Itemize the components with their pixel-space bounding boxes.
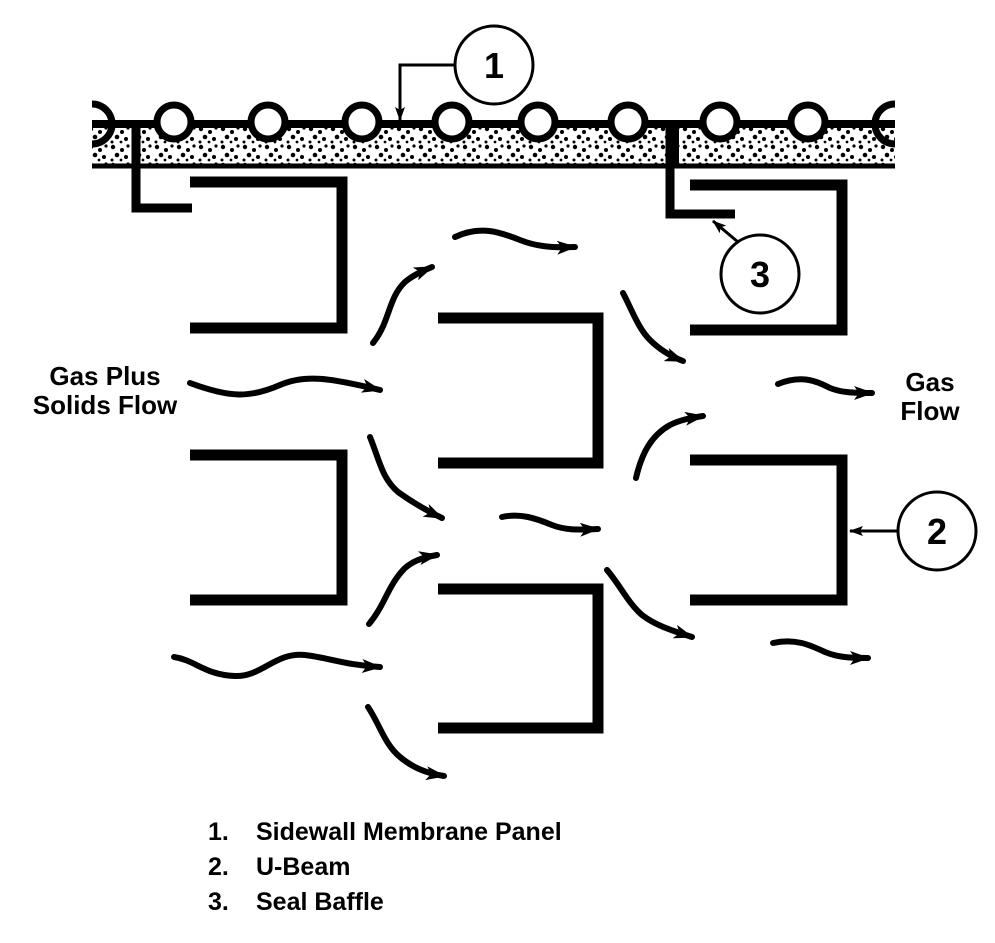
legend-item-text: U-Beam — [256, 853, 351, 881]
flow-arrow-top-mid — [452, 227, 578, 255]
inlet-flow-label: Gas Plus Solids Flow — [22, 361, 188, 421]
outlet-flow-label-line1: Gas — [905, 367, 955, 397]
flow-arrow-outlet-upper — [775, 376, 875, 400]
callout-3: 3 — [712, 219, 801, 315]
flow-arrow-up-1 — [370, 264, 435, 346]
callout-1-circle — [453, 24, 535, 106]
outlet-flow-label: Gas Flow — [890, 367, 970, 427]
flow-arrow-center — [499, 512, 601, 537]
u-beam-row2-col2 — [438, 583, 604, 734]
legend-item: 2. U-Beam — [208, 850, 562, 885]
u-beam-row1-col1 — [190, 176, 348, 334]
membrane-tube — [517, 101, 559, 143]
flow-arrow-down-4 — [604, 567, 695, 640]
flow-arrow-inlet-upper — [187, 375, 383, 398]
flow-arrow-up-3 — [633, 411, 706, 481]
u-beam-row2-col3 — [690, 454, 848, 606]
membrane-tube — [247, 101, 289, 143]
legend-item-text: Sidewall Membrane Panel — [256, 818, 562, 846]
refractory-layer — [92, 128, 895, 164]
callout-2: 2 — [849, 490, 978, 572]
u-beam-row1-col2 — [438, 312, 604, 469]
callout-1-number: 1 — [484, 45, 504, 86]
u-beam-row2-col1 — [190, 449, 348, 606]
flow-arrow-inlet-lower — [171, 651, 383, 680]
callout-2-number: 2 — [927, 511, 947, 552]
flow-arrow-down-1 — [367, 434, 445, 521]
callout-3-number: 3 — [750, 254, 770, 295]
tube-row — [153, 101, 829, 143]
legend-item-number: 3. — [208, 888, 229, 916]
membrane-tube — [341, 101, 383, 143]
seal-baffle-left — [131, 126, 192, 213]
outlet-flow-label-line2: Flow — [900, 396, 960, 427]
inlet-flow-label-line1: Gas Plus — [49, 361, 161, 391]
callout-3-leader — [712, 219, 739, 244]
legend-item-number: 1. — [208, 818, 229, 846]
flow-arrow-down-2 — [365, 704, 447, 781]
flow-arrow-down-3 — [620, 290, 686, 364]
sidewall-membrane-panel — [91, 100, 896, 169]
legend-item-number: 2. — [208, 853, 229, 881]
u-beam-row1-col3 — [690, 179, 848, 336]
membrane-tube — [431, 101, 473, 143]
callout-1: 1 — [395, 24, 535, 121]
legend: 1. Sidewall Membrane Panel 2. U-Beam 3. … — [208, 815, 562, 920]
membrane-tube — [699, 101, 741, 143]
flow-arrows — [171, 227, 875, 781]
flow-arrow-outlet-lower — [770, 638, 871, 665]
tube-half-left — [91, 100, 116, 148]
inlet-flow-label-line2: Solids Flow — [32, 390, 178, 421]
flow-arrow-up-2 — [366, 551, 440, 627]
callout-1-leader — [395, 63, 454, 121]
membrane-tube — [787, 101, 829, 143]
seal-baffle-right — [665, 126, 735, 219]
legend-item: 1. Sidewall Membrane Panel — [208, 815, 562, 850]
callout-3-circle — [719, 233, 801, 315]
membrane-tube — [607, 101, 649, 143]
callout-2-circle — [896, 490, 978, 572]
legend-item-text: Seal Baffle — [256, 888, 384, 916]
tube-half-right — [871, 100, 896, 148]
legend-item: 3. Seal Baffle — [208, 885, 562, 920]
membrane-tube — [153, 101, 195, 143]
